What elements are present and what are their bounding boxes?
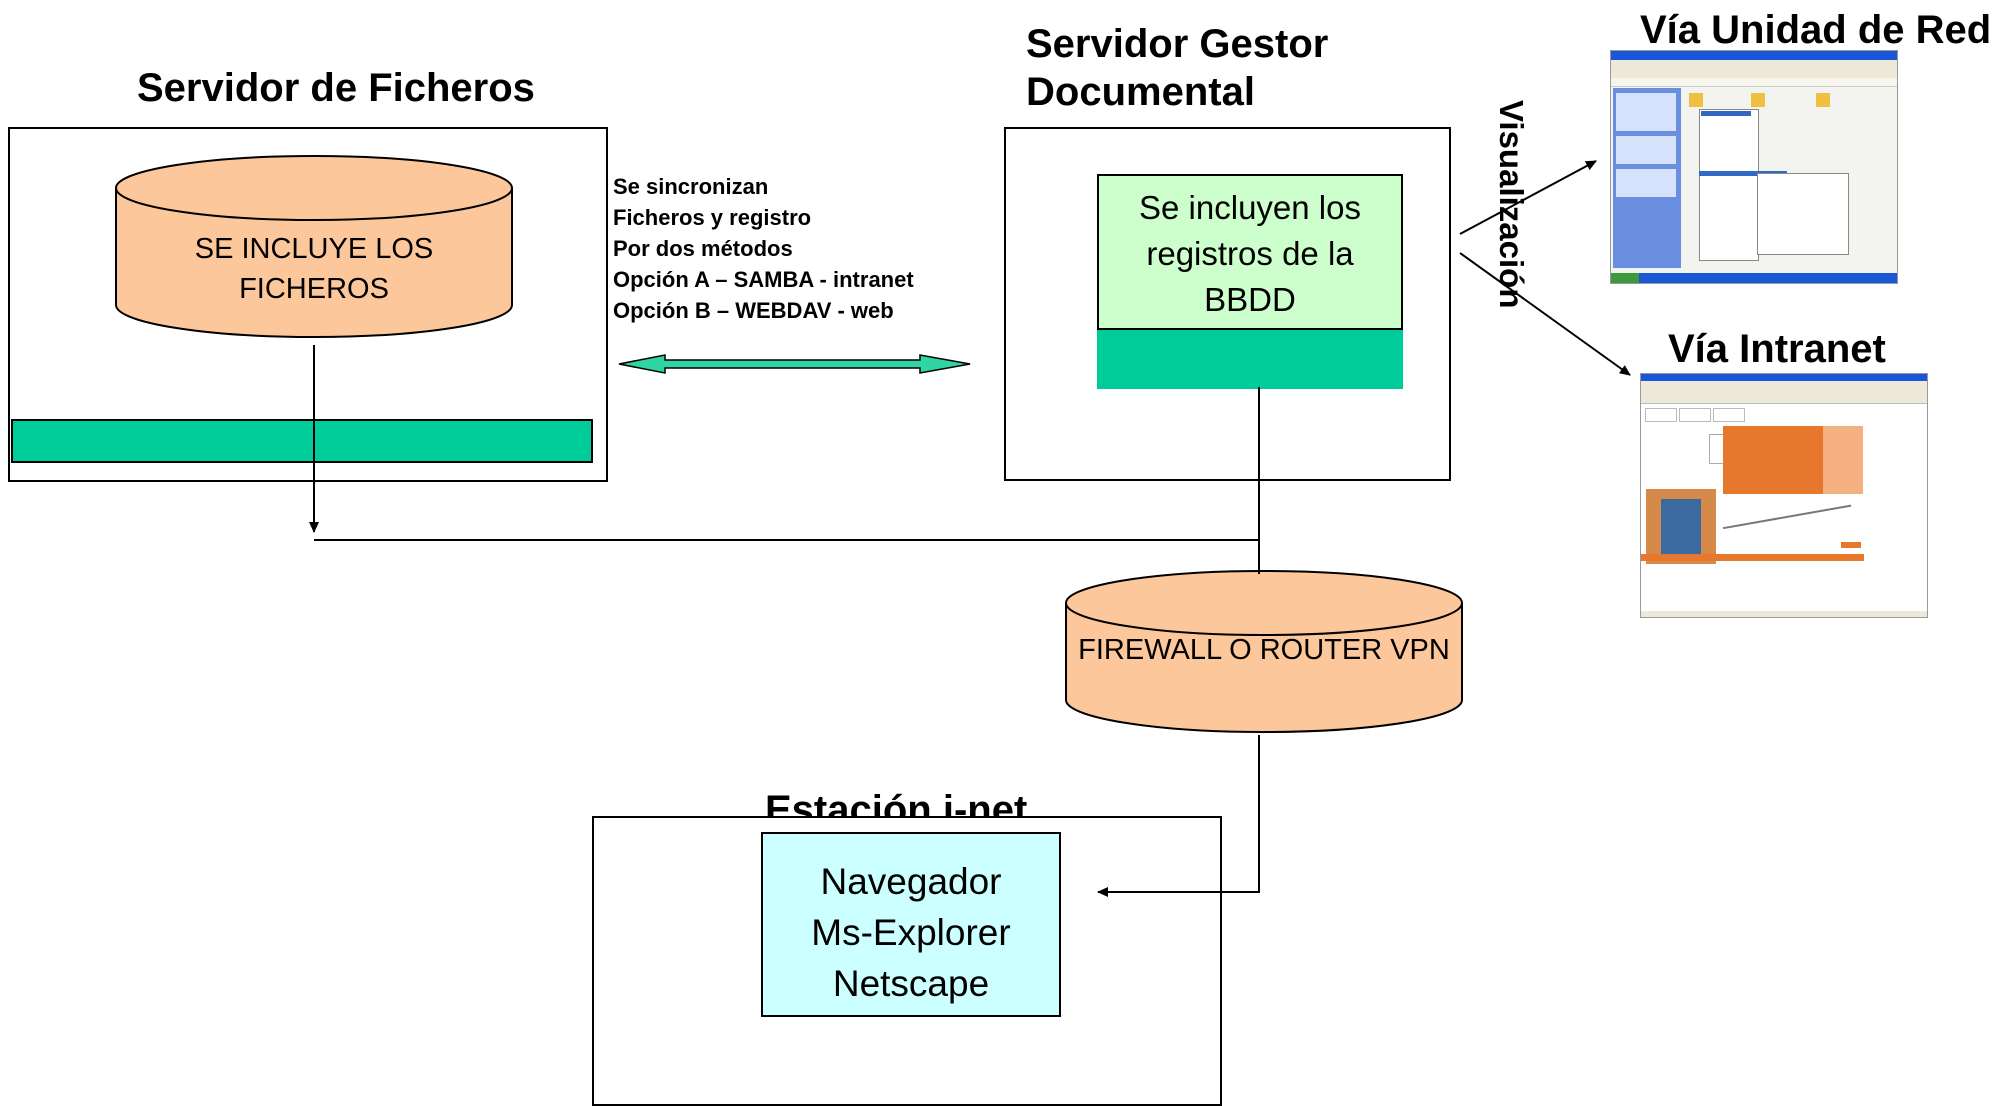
firewall-text: FIREWALL O ROUTER VPN bbox=[1078, 634, 1450, 666]
sync-line: Ficheros y registro bbox=[613, 205, 812, 230]
vis-arrow-intranet bbox=[1459, 252, 1631, 376]
sync-description: Se sincronizan Ficheros y registro Por d… bbox=[613, 171, 914, 326]
files-cylinder bbox=[115, 155, 513, 338]
sync-double-arrow bbox=[618, 354, 971, 374]
station-box: Navegador Ms-Explorer Netscape bbox=[592, 816, 1222, 1106]
db-bar bbox=[1097, 328, 1403, 389]
intranet-title: Vía Intranet bbox=[1668, 327, 1886, 371]
network-drive-title: Vía Unidad de Red bbox=[1640, 8, 1992, 52]
doc-server-box: Se incluyen los registros de la BBDD bbox=[1004, 127, 1451, 481]
files-cylinder-text: SE INCLUYE LOS FICHEROS bbox=[194, 233, 434, 305]
sync-line: Por dos métodos bbox=[613, 236, 793, 261]
sync-line: Opción B – WEBDAV - web bbox=[613, 298, 894, 323]
sync-line: Se sincronizan bbox=[613, 174, 769, 199]
file-server-bar bbox=[11, 419, 593, 463]
browser-line: Ms-Explorer bbox=[811, 912, 1011, 953]
doc-server-title-line1: Servidor Gestor bbox=[1026, 22, 1329, 66]
doc-server-title: Servidor Gestor Documental bbox=[1026, 20, 1328, 116]
db-panel: Se incluyen los registros de la BBDD bbox=[1097, 174, 1403, 389]
vis-arrow-network bbox=[1459, 160, 1597, 235]
db-text: Se incluyen los registros de la BBDD bbox=[1139, 189, 1361, 318]
browser-line: Navegador bbox=[820, 861, 1002, 902]
browser-panel: Navegador Ms-Explorer Netscape bbox=[761, 832, 1061, 1017]
sync-line: Opción A – SAMBA - intranet bbox=[613, 267, 914, 292]
firewall-cylinder bbox=[1065, 570, 1463, 733]
doc-server-title-line2: Documental bbox=[1026, 70, 1255, 114]
file-server-title: Servidor de Ficheros bbox=[137, 66, 535, 110]
network-drive-screenshot bbox=[1610, 50, 1898, 284]
intranet-screenshot bbox=[1640, 373, 1928, 618]
firewall-to-station-line bbox=[1097, 735, 1260, 897]
browser-line: Netscape bbox=[832, 963, 990, 1004]
